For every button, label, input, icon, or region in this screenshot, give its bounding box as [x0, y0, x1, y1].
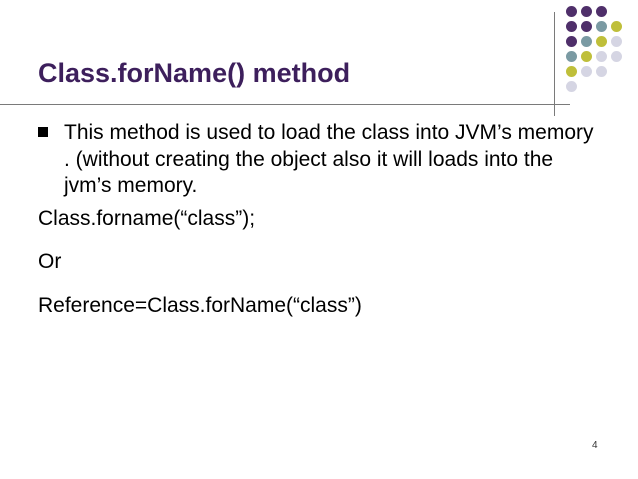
page-number: 4	[592, 440, 598, 451]
dot	[596, 36, 607, 47]
body-line: Reference=Class.forName(“class”)	[38, 293, 362, 317]
square-bullet-icon	[38, 127, 48, 137]
dot	[596, 21, 607, 32]
body-line: Class.forname(“class”);	[38, 206, 256, 230]
bullet-item: This method is used to load the class in…	[38, 120, 598, 200]
vertical-divider	[554, 12, 555, 116]
dot	[581, 6, 592, 17]
body-line: Or	[38, 250, 62, 273]
dot	[581, 21, 592, 32]
slide-body: This method is used to load the class in…	[38, 120, 598, 319]
dot	[611, 21, 622, 32]
dot	[566, 66, 577, 77]
dot	[581, 36, 592, 47]
dot	[566, 81, 577, 92]
dot	[596, 51, 607, 62]
dot	[581, 51, 592, 62]
slide-title: Class.forName() method	[38, 58, 351, 88]
dot	[566, 21, 577, 32]
dot	[566, 51, 577, 62]
dot	[611, 51, 622, 62]
dot	[581, 66, 592, 77]
title-divider	[0, 104, 570, 105]
dot	[566, 36, 577, 47]
dot	[566, 6, 577, 17]
dot	[611, 36, 622, 47]
dot	[596, 66, 607, 77]
dot	[596, 6, 607, 17]
bullet-text: This method is used to load the class in…	[64, 121, 594, 197]
